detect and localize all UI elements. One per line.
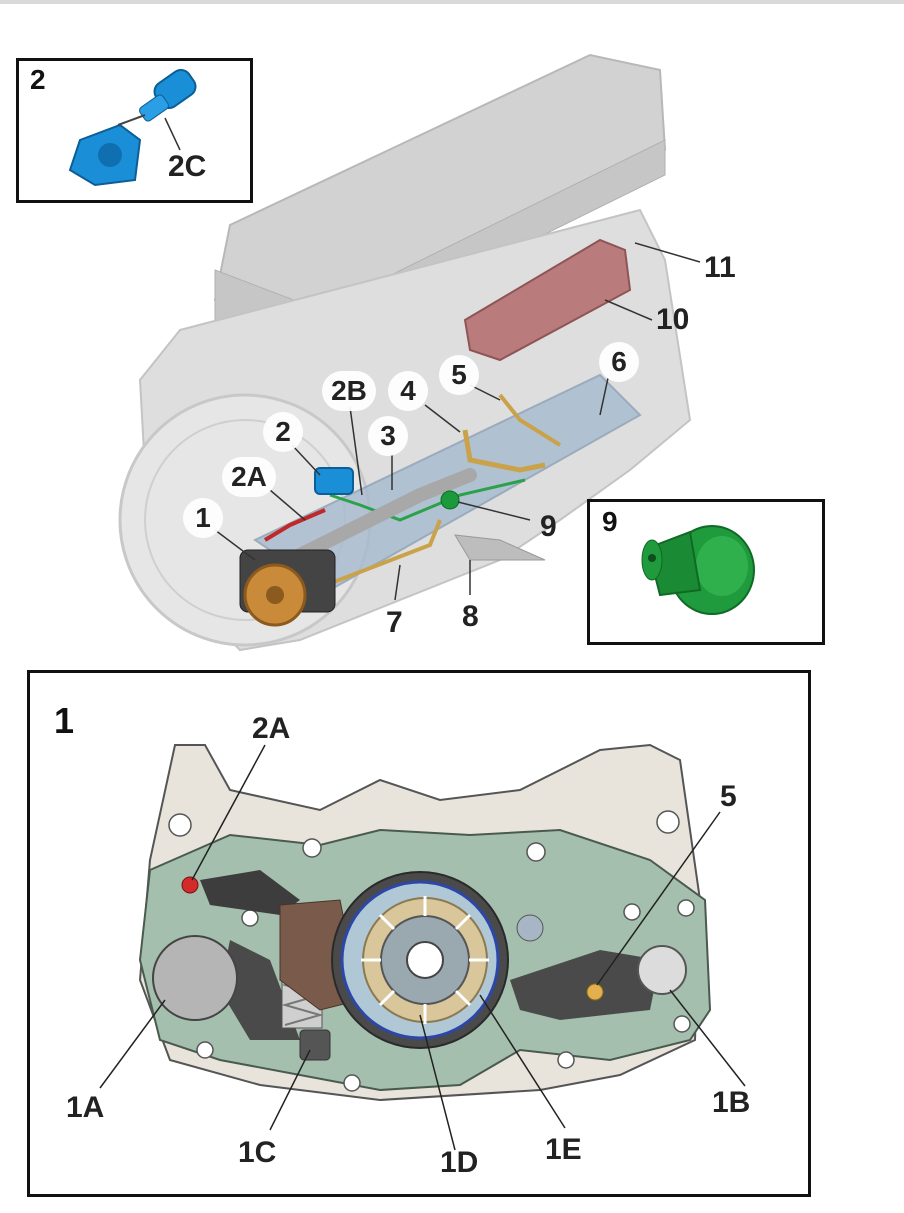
callout-8: 8 <box>462 600 479 633</box>
pump-callout-1D: 1D <box>440 1146 479 1179</box>
pump-callout-2A: 2A <box>252 712 291 745</box>
pump-callout-1A: 1A <box>66 1091 105 1124</box>
callout-6: 6 <box>599 342 639 382</box>
top-border <box>0 0 904 4</box>
inset-1-title: 1 <box>54 700 75 741</box>
callout-2A: 2A <box>222 457 276 497</box>
inset-box-9 <box>587 499 825 645</box>
pump-callout-1C: 1C <box>238 1136 277 1169</box>
pump-callout-1B: 1B <box>712 1086 751 1119</box>
inset-2-label-2C: 2C <box>168 150 207 183</box>
callout-10: 10 <box>656 303 690 336</box>
pump-callout-1E: 1E <box>545 1133 582 1166</box>
inset-box-2 <box>16 58 253 203</box>
callout-2B: 2B <box>322 371 376 411</box>
inset-box-1 <box>27 670 811 1197</box>
callout-5: 5 <box>439 355 479 395</box>
callout-1: 1 <box>183 498 223 538</box>
inset-9-title: 9 <box>602 506 618 537</box>
callout-4: 4 <box>388 371 428 411</box>
callout-9: 9 <box>540 510 557 543</box>
inset-2-title: 2 <box>30 64 46 95</box>
callout-2: 2 <box>263 412 303 452</box>
callout-7: 7 <box>386 606 403 639</box>
callout-11: 11 <box>704 251 736 284</box>
callout-3: 3 <box>368 416 408 456</box>
pump-callout-5: 5 <box>720 780 737 813</box>
